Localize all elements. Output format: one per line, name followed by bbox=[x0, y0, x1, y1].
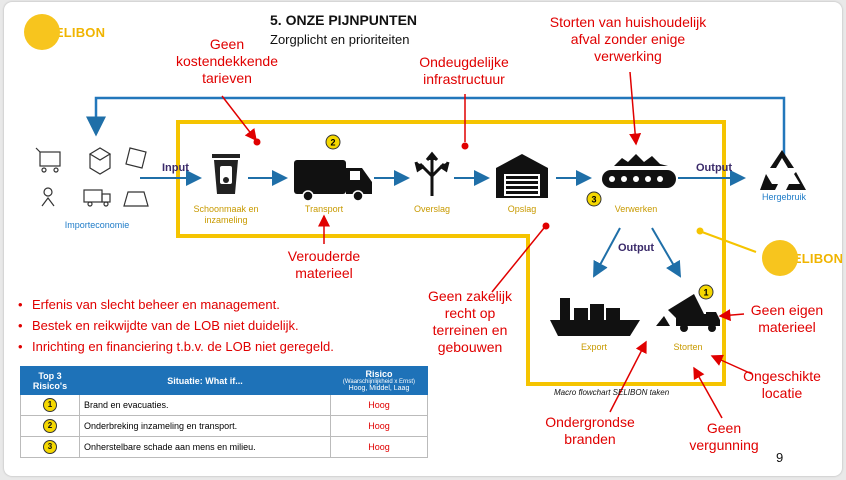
dump-truck-icon bbox=[656, 294, 720, 332]
pain-own-equipment: Geen eigen materieel bbox=[750, 302, 824, 335]
svg-text:1: 1 bbox=[703, 288, 708, 298]
risk-number: 3 bbox=[20, 436, 80, 458]
page-title: 5. ONZE PIJNPUNTEN bbox=[270, 12, 418, 28]
risk-col-risk-scale: Hoog, Middel, Laag bbox=[348, 385, 410, 392]
pain-land-rights: Geen zakelijk recht op terreinen en gebo… bbox=[427, 288, 513, 355]
pain-arrow bbox=[629, 71, 642, 146]
stage-label-transport: Transport bbox=[304, 204, 344, 214]
stage-label-verwerken: Verwerken bbox=[614, 204, 658, 214]
warehouse-icon bbox=[496, 154, 548, 198]
pain-equipment-old: Verouderde materieel bbox=[287, 248, 361, 281]
crossroads-icon bbox=[414, 151, 450, 196]
risk-col-risk-title: Risico bbox=[365, 369, 393, 379]
risk-situation: Brand en evacuaties. bbox=[79, 394, 331, 416]
table-row: 1 Brand en evacuaties. Hoog bbox=[20, 394, 428, 416]
cargo-ship-icon bbox=[550, 298, 640, 336]
marker-1: 1 bbox=[698, 284, 714, 300]
pain-arrow bbox=[221, 95, 257, 142]
page-subtitle: Zorgplicht en prioriteiten bbox=[270, 32, 410, 47]
selibon-logo: SELIBON bbox=[24, 14, 105, 50]
risk-level: Hoog bbox=[330, 436, 428, 458]
risk-col-situation: Situatie: What if... bbox=[79, 366, 331, 395]
risk-number: 2 bbox=[20, 415, 80, 437]
pain-household: Storten van huishoudelijk afval zonder e… bbox=[549, 14, 707, 64]
flow-diagram: 2 3 1 bbox=[35, 71, 806, 419]
waste-bin-icon bbox=[212, 154, 240, 194]
risk-situation: Onderbreking inzameling en transport. bbox=[79, 415, 331, 437]
reuse-label: Hergebruik bbox=[761, 192, 807, 202]
risk-situation: Onherstelbare schade aan mens en milieu. bbox=[79, 436, 331, 458]
pain-dot bbox=[542, 222, 550, 230]
risk-table: Top 3 Risico's Situatie: What if... Risi… bbox=[20, 366, 428, 458]
output-arrow-export bbox=[593, 227, 621, 278]
svg-text:2: 2 bbox=[330, 138, 335, 148]
table-row: 3 Onherstelbare schade aan mens en milie… bbox=[20, 436, 428, 458]
pain-license: Geen vergunning bbox=[689, 420, 759, 453]
page-number: 9 bbox=[776, 450, 784, 465]
storten-label: Storten bbox=[673, 342, 703, 352]
bullet-item: Bestek en reikwijdte van de LOB niet dui… bbox=[18, 315, 334, 336]
flowchart-caption: Macro flowchart SELIBON taken bbox=[554, 388, 670, 397]
selibon-logo-small: SELIBON bbox=[762, 240, 842, 276]
logo-text: SELIBON bbox=[46, 24, 106, 40]
selibon-scope-frame bbox=[176, 120, 726, 386]
risk-number: 1 bbox=[20, 394, 80, 416]
pain-dot bbox=[253, 138, 261, 146]
output-arrow-storten bbox=[651, 227, 682, 278]
pain-dot bbox=[461, 142, 469, 150]
output-label-down: Output bbox=[618, 242, 655, 254]
export-label: Export bbox=[580, 342, 607, 352]
risk-level: Hoog bbox=[330, 415, 428, 437]
feedback-line bbox=[86, 96, 786, 156]
risk-col-risk-note: (Waarschijnlijkheid x Ernst) bbox=[342, 379, 416, 385]
logo-pointer-line bbox=[701, 231, 757, 253]
slide: SELIBON 5. ONZE PIJNPUNTEN Zorgplicht en… bbox=[4, 2, 842, 476]
pain-fires: Ondergrondse branden bbox=[545, 414, 635, 447]
logo-pointer-dot bbox=[696, 227, 704, 235]
risk-level: Hoog bbox=[330, 394, 428, 416]
pain-location: Ongeschikte locatie bbox=[743, 368, 821, 401]
pain-arrow bbox=[609, 340, 647, 413]
bullet-item: Erfenis van slecht beheer en management. bbox=[18, 294, 334, 315]
sun-icon bbox=[24, 14, 60, 50]
logo-text: SELIBON bbox=[784, 250, 842, 266]
conveyor-icon bbox=[602, 154, 676, 188]
stage-label-opslag: Opslag bbox=[507, 204, 537, 214]
pain-tariffs: Geen kostendekkende tarieven bbox=[176, 36, 278, 86]
sun-icon bbox=[762, 240, 798, 276]
pain-arrow bbox=[491, 227, 545, 293]
svg-text:3: 3 bbox=[591, 195, 596, 205]
stage-label-inzameling: Schoonmaak en inzameling bbox=[193, 204, 259, 225]
risk-col-risk: Risico (Waarschijnlijkheid x Ernst) Hoog… bbox=[330, 366, 428, 395]
marker-3: 3 bbox=[586, 191, 602, 207]
source-label: Importeconomie bbox=[64, 220, 130, 230]
pain-arrow bbox=[718, 309, 745, 322]
risk-col-top3: Top 3 Risico's bbox=[20, 366, 80, 395]
stage-label-overslag: Overslag bbox=[413, 204, 450, 214]
marker-2: 2 bbox=[325, 134, 341, 150]
input-label: Input bbox=[162, 162, 189, 174]
garbage-truck-icon bbox=[294, 160, 372, 202]
pain-arrow bbox=[693, 366, 723, 419]
table-row: 2 Onderbreking inzameling en transport. … bbox=[20, 415, 428, 437]
household-goods-icon bbox=[35, 147, 149, 207]
pain-arrow bbox=[710, 354, 753, 375]
recycle-icon bbox=[760, 150, 806, 190]
output-label-right: Output bbox=[696, 162, 733, 174]
bullet-list: Erfenis van slecht beheer en management.… bbox=[18, 294, 334, 357]
pain-infrastructure: Ondeugdelijke infrastructuur bbox=[419, 54, 509, 87]
bullet-item: Inrichting en financiering t.b.v. de LOB… bbox=[18, 336, 334, 357]
